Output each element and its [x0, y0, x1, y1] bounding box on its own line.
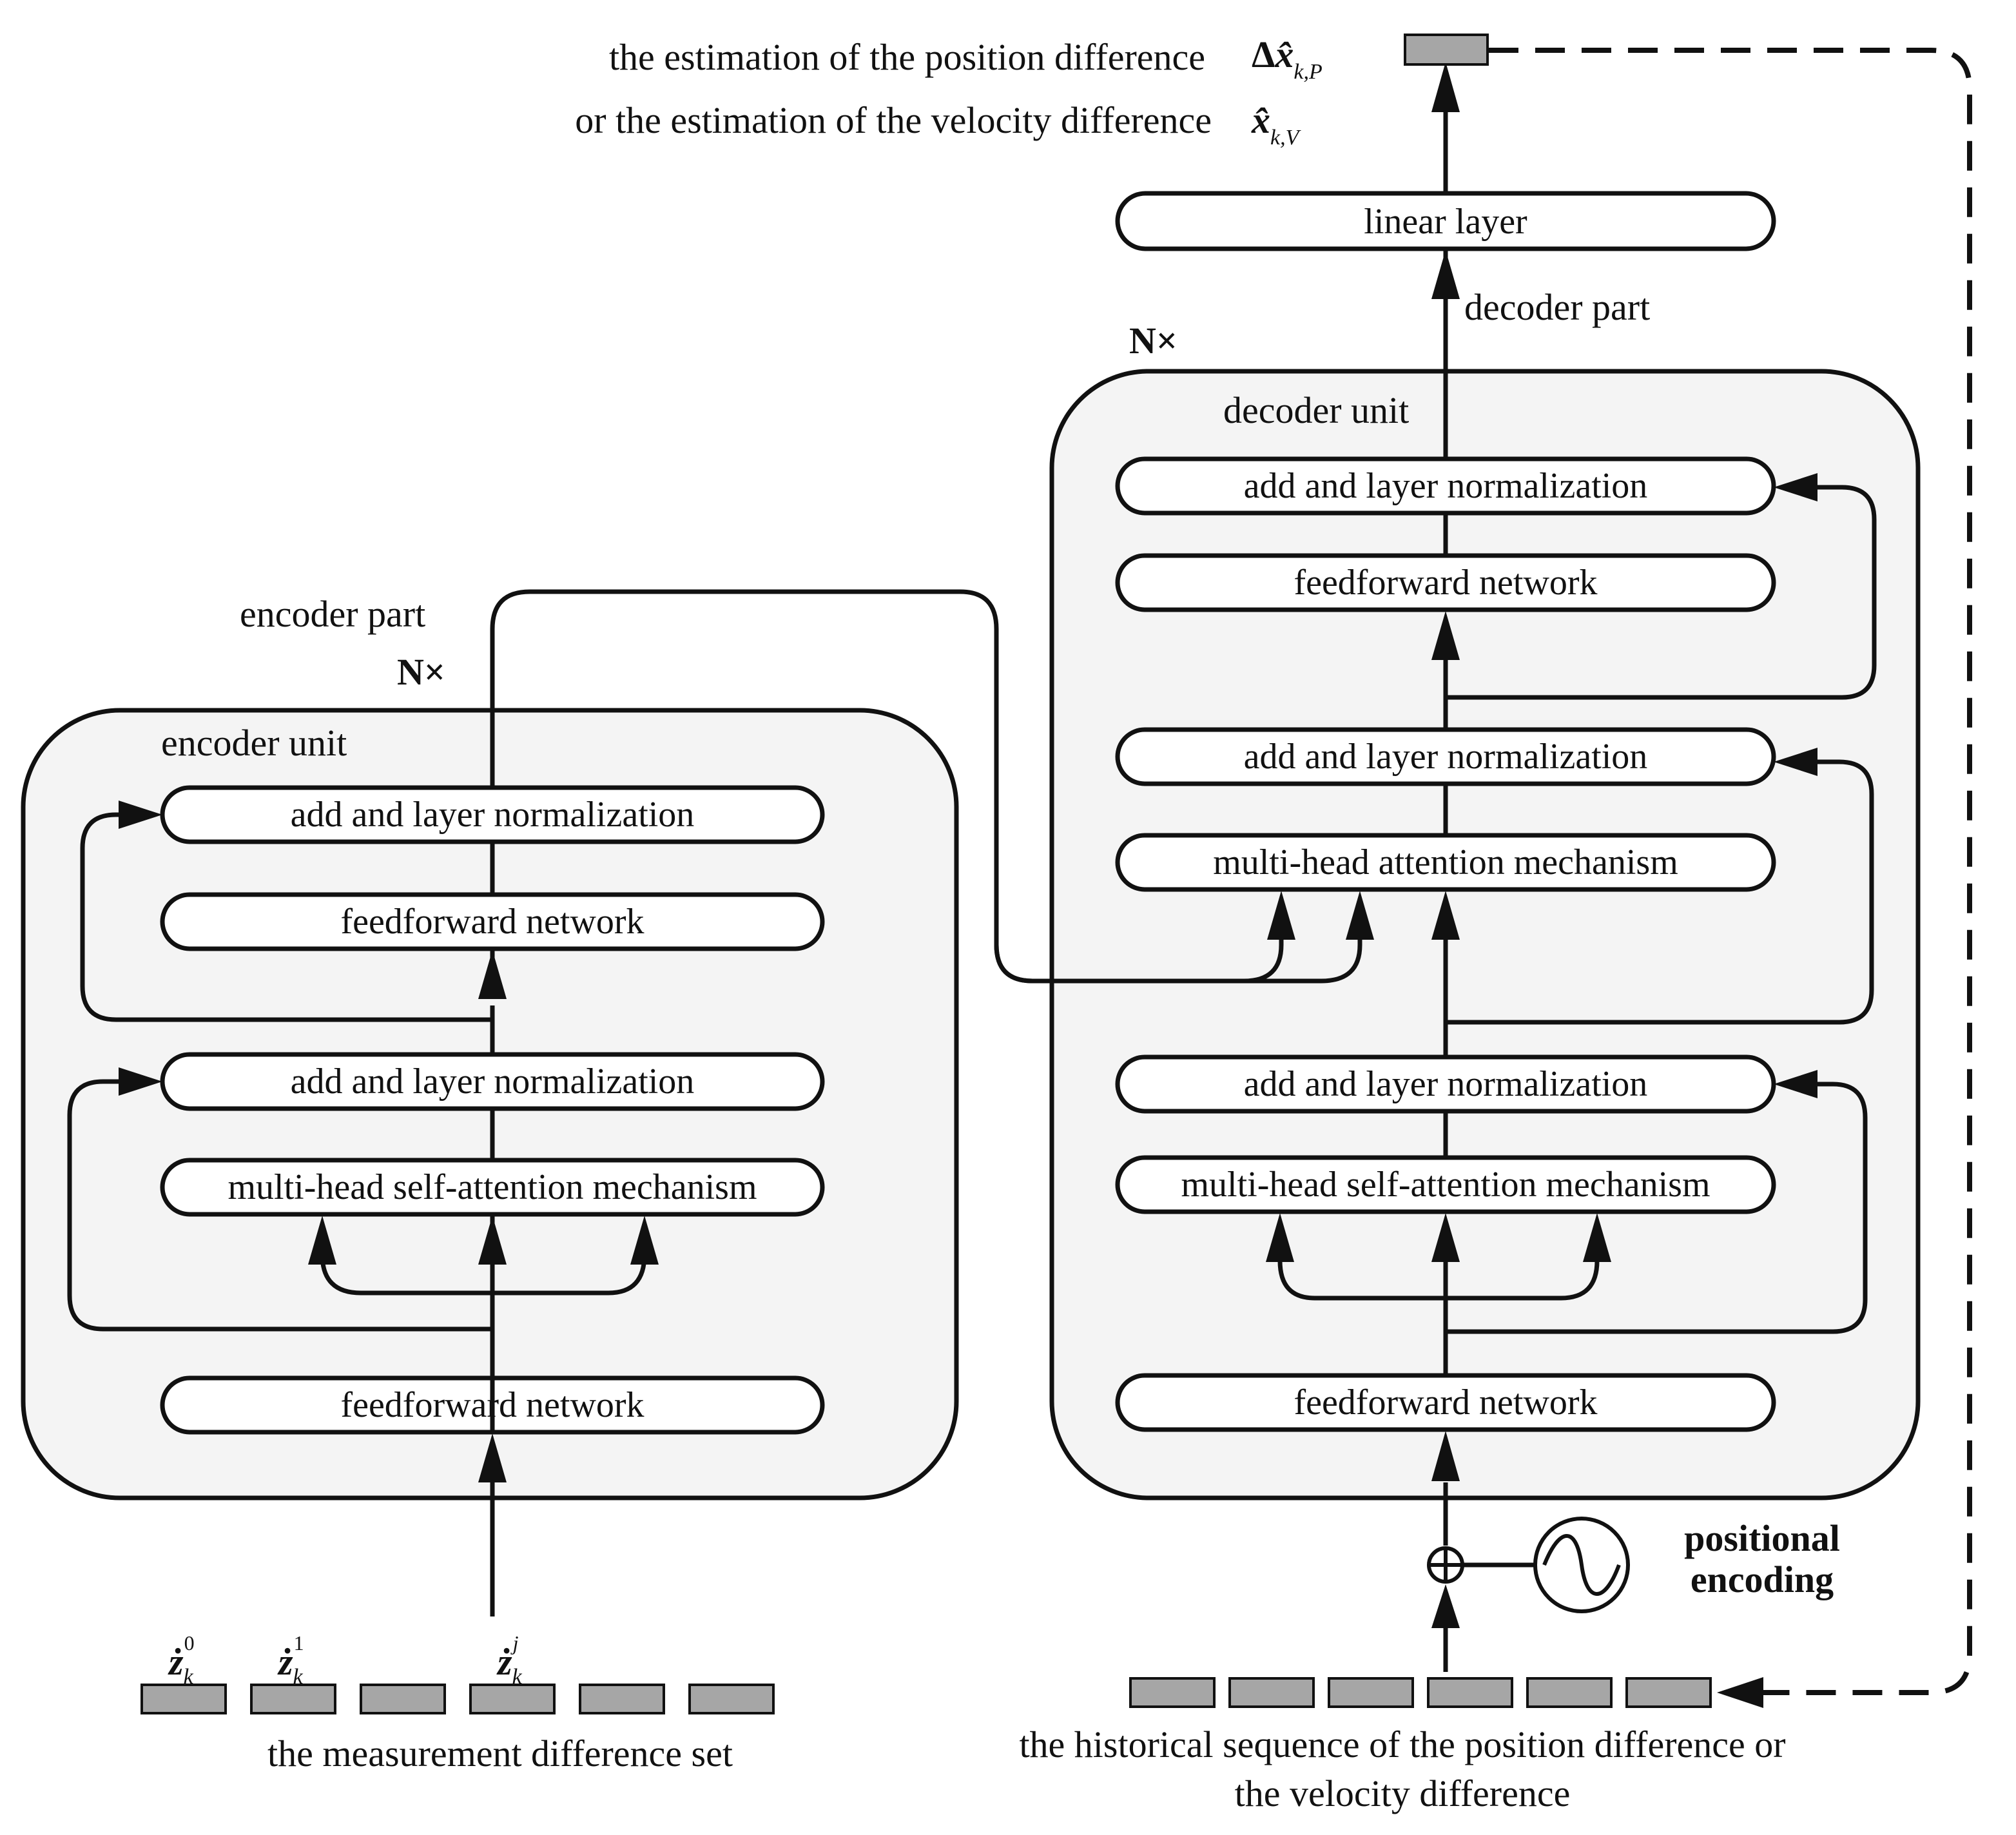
positional-encoding-label-2: encoding: [1691, 1558, 1834, 1600]
arrowhead: [1431, 62, 1460, 112]
arrowhead: [1267, 891, 1295, 940]
encoder-repeat-label: N×: [397, 651, 445, 693]
decoder-ffn-top-box: feedforward network: [1115, 553, 1776, 612]
positional-encoding-label-1: positional: [1684, 1517, 1840, 1559]
arrowhead: [1431, 1213, 1460, 1262]
encoder-self-attention-box: multi-head self-attention mechanism: [160, 1158, 825, 1217]
connectors: [67, 103, 1877, 1672]
history-token: [1129, 1677, 1216, 1708]
measurement-token: [250, 1684, 336, 1714]
encoder-part-label: encoder part: [240, 593, 425, 635]
history-token: [1228, 1677, 1315, 1708]
decoder-cross-attention-box: multi-head attention mechanism: [1115, 833, 1776, 892]
decoder-norm-mid-label: add and layer normalization: [1244, 737, 1648, 777]
decoder-cross-attention-label: multi-head attention mechanism: [1213, 842, 1678, 882]
encoder-residual-bottom: [67, 1079, 492, 1332]
decoder-norm-top-label: add and layer normalization: [1244, 466, 1648, 506]
encoder-norm-bottom-label: add and layer normalization: [291, 1062, 695, 1102]
output-token: [1404, 34, 1489, 66]
encoder-norm-top-box: add and layer normalization: [160, 785, 825, 844]
measurement-token: [141, 1684, 227, 1714]
arrowhead: [1583, 1213, 1611, 1262]
arrowhead: [1346, 891, 1374, 940]
arrowheads: [119, 62, 1817, 1708]
arrowhead: [1431, 891, 1460, 940]
arrowhead: [630, 1216, 659, 1265]
encoder-norm-bottom-box: add and layer normalization: [160, 1052, 825, 1111]
decoder-residual-mid: [1446, 759, 1874, 1025]
arrowhead: [1266, 1213, 1294, 1262]
arrowhead: [1717, 1677, 1763, 1708]
linear-layer-label: linear layer: [1364, 202, 1527, 242]
measurement-token: [360, 1684, 446, 1714]
decoder-ffn-bottom-box: feedforward network: [1115, 1373, 1776, 1432]
arrowhead: [478, 1216, 507, 1265]
history-token: [1625, 1677, 1712, 1708]
history-token: [1328, 1677, 1414, 1708]
encoder-ffn-top-label: feedforward network: [340, 902, 644, 942]
encoder-to-decoder-line-2: [994, 928, 1362, 984]
output-label-line2: or the estimation of the velocity differ…: [575, 99, 1212, 141]
arrowhead: [308, 1216, 336, 1265]
history-label-line1: the historical sequence of the position …: [1019, 1723, 1785, 1765]
measurement-token: [688, 1684, 775, 1714]
positional-encoding-icon: [1533, 1517, 1630, 1613]
decoder-fork-left: [1277, 1260, 1446, 1301]
feedback-dashed-line: [1489, 48, 1972, 1695]
measurement-symbol-1: żk1: [277, 1631, 304, 1689]
encoder-norm-top-label: add and layer normalization: [291, 795, 695, 835]
history-token: [1526, 1677, 1613, 1708]
decoder-norm-top-box: add and layer normalization: [1115, 456, 1776, 516]
positional-add-symbol: [1427, 1546, 1464, 1584]
measurement-symbol-j: żkj: [496, 1631, 523, 1689]
arrowhead: [1431, 1584, 1460, 1628]
decoder-unit-panel: [1049, 369, 1921, 1500]
arrowhead: [478, 1433, 507, 1482]
decoder-repeat-label: N×: [1129, 320, 1178, 362]
output-symbol-velocity: x̂k,V: [1251, 99, 1302, 150]
decoder-residual-bottom: [1446, 1082, 1868, 1334]
encoder-ffn-top-box: feedforward network: [160, 892, 825, 951]
decoder-fork-right: [1446, 1260, 1600, 1301]
arrowhead: [119, 1067, 162, 1096]
decoder-ffn-bottom-label: feedforward network: [1294, 1383, 1597, 1422]
arrowhead: [478, 950, 507, 999]
arrowhead: [1431, 250, 1460, 299]
decoder-unit-label: decoder unit: [1223, 389, 1409, 431]
history-token: [1427, 1677, 1513, 1708]
arrowhead: [1431, 1431, 1460, 1481]
history-token-row: [1129, 1677, 1712, 1708]
decoder-self-attention-box: multi-head self-attention mechanism: [1115, 1155, 1776, 1214]
decoder-norm-mid-box: add and layer normalization: [1115, 727, 1776, 786]
history-label-line2: the velocity difference: [1235, 1772, 1571, 1814]
measurement-symbol-0: żk0: [168, 1631, 195, 1689]
arrowhead: [1431, 611, 1460, 660]
measurement-token-row: [141, 1684, 775, 1714]
decoder-residual-top: [1446, 485, 1877, 700]
arrowhead: [1774, 748, 1817, 776]
encoder-unit-label: encoder unit: [161, 722, 347, 764]
arrowhead: [1774, 473, 1817, 501]
encoder-to-decoder-line-1: [490, 589, 1284, 984]
output-symbol-position: Δx̂k,P: [1252, 34, 1323, 84]
decoder-norm-bottom-box: add and layer normalization: [1115, 1054, 1776, 1114]
decoder-ffn-top-label: feedforward network: [1294, 563, 1597, 603]
output-label-line1: the estimation of the position differenc…: [609, 36, 1205, 78]
arrowhead: [119, 801, 162, 829]
decoder-part-label: decoder part: [1464, 286, 1650, 328]
encoder-residual-top: [80, 812, 492, 1022]
encoder-self-attention-label: multi-head self-attention mechanism: [228, 1167, 757, 1207]
decoder-norm-bottom-label: add and layer normalization: [1244, 1064, 1648, 1104]
linear-layer-box: linear layer: [1115, 191, 1776, 251]
measurement-token: [469, 1684, 556, 1714]
measurement-token: [579, 1684, 665, 1714]
decoder-self-attention-label: multi-head self-attention mechanism: [1181, 1165, 1710, 1205]
measurement-set-label: the measurement difference set: [267, 1733, 733, 1774]
arrowhead: [1774, 1070, 1817, 1098]
